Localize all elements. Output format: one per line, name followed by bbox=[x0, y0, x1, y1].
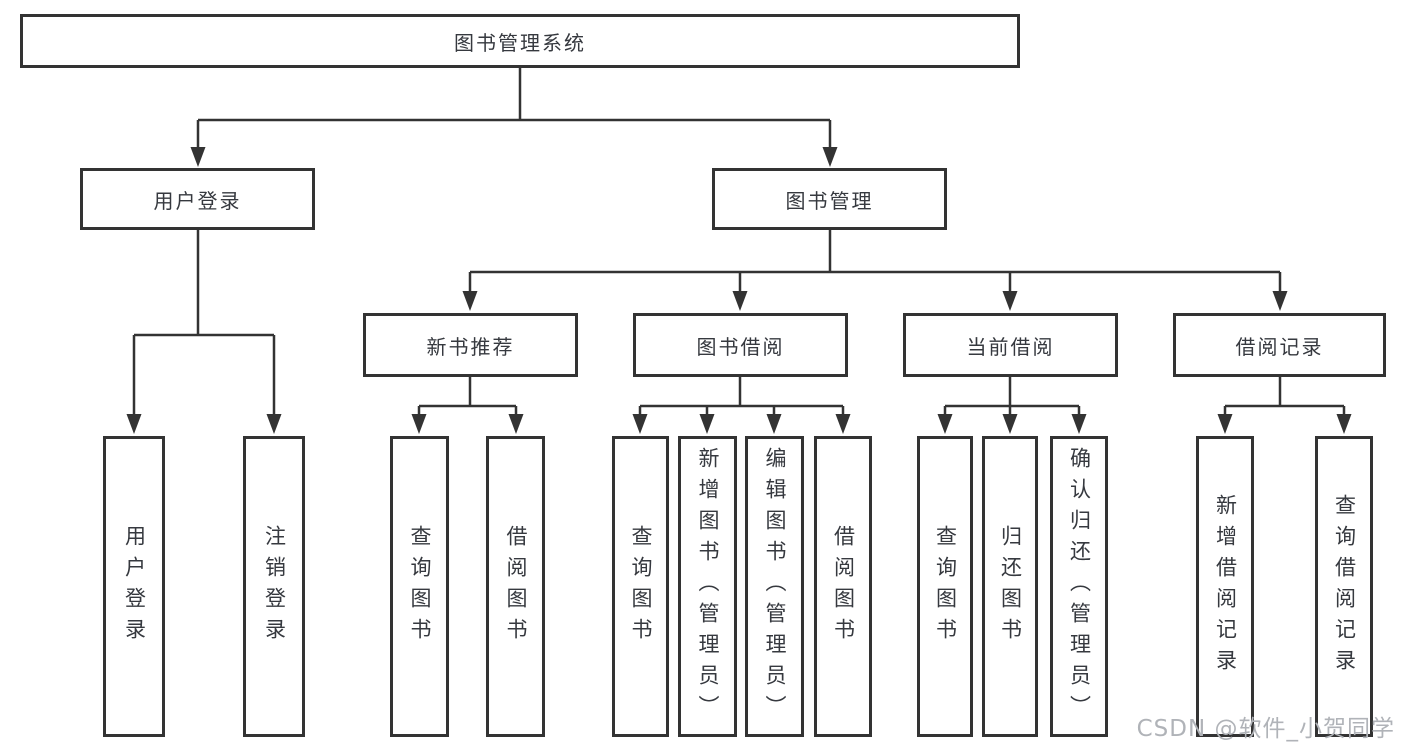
node-current-borrow: 当前借阅 bbox=[903, 313, 1118, 377]
leaf-query-book-2: 查询图书 bbox=[612, 436, 669, 737]
connector-book-management-branch bbox=[462, 230, 1288, 311]
node-label: 查询图书 bbox=[933, 524, 958, 649]
node-label: 用户登录 bbox=[122, 524, 147, 649]
leaf-add-borrow-record: 新增借阅记录 bbox=[1196, 436, 1254, 737]
leaf-confirm-return-admin: 确认归还（管理员） bbox=[1050, 436, 1108, 737]
connector-book-borrow-branch bbox=[632, 377, 851, 434]
node-new-book-recommend: 新书推荐 bbox=[363, 313, 578, 377]
leaf-borrow-book-2: 借阅图书 bbox=[814, 436, 872, 737]
node-library-management-system: 图书管理系统 bbox=[20, 14, 1020, 68]
node-label: 图书管理系统 bbox=[454, 30, 586, 55]
node-book-management: 图书管理 bbox=[712, 168, 947, 230]
node-user-login: 用户登录 bbox=[80, 168, 315, 230]
node-label: 当前借阅 bbox=[966, 334, 1055, 359]
node-label: 借阅图书 bbox=[831, 524, 856, 649]
leaf-logout: 注销登录 bbox=[243, 436, 305, 737]
leaf-add-book-admin: 新增图书（管理员） bbox=[678, 436, 737, 737]
leaf-query-borrow-record: 查询借阅记录 bbox=[1315, 436, 1373, 737]
node-label: 查询借阅记录 bbox=[1332, 493, 1357, 680]
node-label: 借阅图书 bbox=[504, 524, 529, 649]
leaf-borrow-book-1: 借阅图书 bbox=[486, 436, 545, 737]
leaf-user-login: 用户登录 bbox=[103, 436, 165, 737]
node-label: 新增图书（管理员） bbox=[696, 447, 721, 726]
watermark: CSDN @软件_小贺同学 bbox=[1136, 716, 1395, 742]
node-label: 查询图书 bbox=[629, 524, 654, 649]
connector-root-to-level2 bbox=[190, 68, 838, 167]
node-label: 新书推荐 bbox=[426, 334, 515, 359]
node-label: 图书借阅 bbox=[696, 334, 785, 359]
leaf-query-book-3: 查询图书 bbox=[917, 436, 973, 737]
leaf-query-book-1: 查询图书 bbox=[390, 436, 449, 737]
node-label: 新增借阅记录 bbox=[1213, 493, 1238, 680]
leaf-edit-book-admin: 编辑图书（管理员） bbox=[745, 436, 804, 737]
node-label: 借阅记录 bbox=[1235, 334, 1324, 359]
connector-user-login-branch bbox=[126, 230, 282, 434]
connector-new-book-branch bbox=[411, 377, 524, 434]
node-label: 用户登录 bbox=[153, 188, 242, 213]
leaf-return-book: 归还图书 bbox=[982, 436, 1038, 737]
connector-current-borrow-branch bbox=[937, 377, 1087, 434]
node-borrow-records: 借阅记录 bbox=[1173, 313, 1386, 377]
connector-borrow-records-branch bbox=[1217, 377, 1352, 434]
node-label: 查询图书 bbox=[408, 524, 433, 649]
node-label: 编辑图书（管理员） bbox=[763, 447, 788, 726]
node-book-borrow: 图书借阅 bbox=[633, 313, 848, 377]
node-label: 归还图书 bbox=[998, 524, 1023, 649]
node-label: 注销登录 bbox=[262, 524, 287, 649]
node-label: 图书管理 bbox=[785, 188, 874, 213]
node-label: 确认归还（管理员） bbox=[1067, 447, 1092, 726]
